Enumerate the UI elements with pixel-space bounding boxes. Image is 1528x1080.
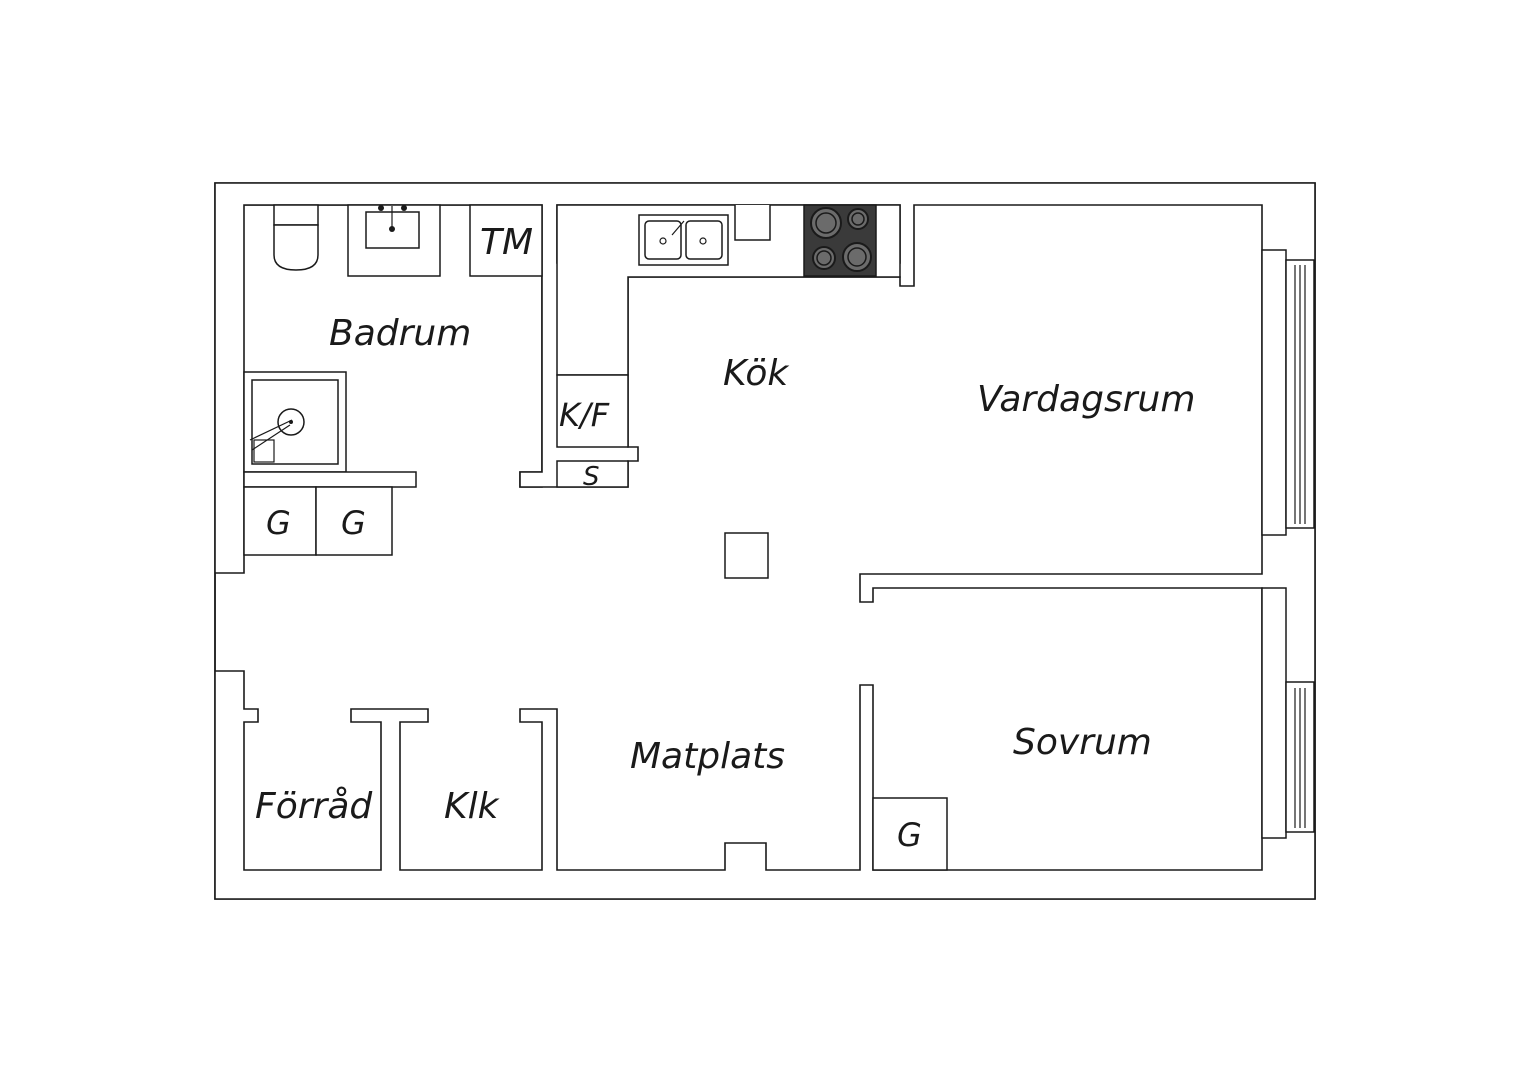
cabinet-box [556,460,629,488]
room-label-forrad: Förråd [255,786,373,827]
toilet-icon [273,204,319,271]
wardrobe-box [315,486,393,556]
shower-icon [243,371,347,473]
room-label-kok: Kök [723,353,790,394]
wardrobe-label: G [266,504,291,542]
fixture-label-s: S [583,462,600,492]
room-label-badrum: Badrum [329,313,471,354]
room-label-matplats: Matplats [630,736,785,777]
fixture-label-kf: K/F [559,396,610,434]
fridge-freezer-box [556,374,629,448]
washing-machine-box [469,204,543,277]
fixture-label-tm: TM [480,222,533,263]
wardrobe-box [872,797,948,871]
wardrobe-label: G [897,816,922,854]
stove-icon [803,204,877,277]
window-icon [1261,587,1315,839]
kitchen-sink-icon [638,214,729,266]
wardrobe-label: G [341,504,366,542]
column-icon [724,532,769,579]
bath-counter [243,471,417,488]
window-icon [1261,249,1315,536]
room-label-klk: Klk [444,786,501,827]
wardrobe-box [243,486,317,556]
sink-icon [347,204,441,277]
room-label-sovrum: Sovrum [1013,722,1152,763]
room-label-vardagsrum: Vardagsrum [977,379,1195,420]
